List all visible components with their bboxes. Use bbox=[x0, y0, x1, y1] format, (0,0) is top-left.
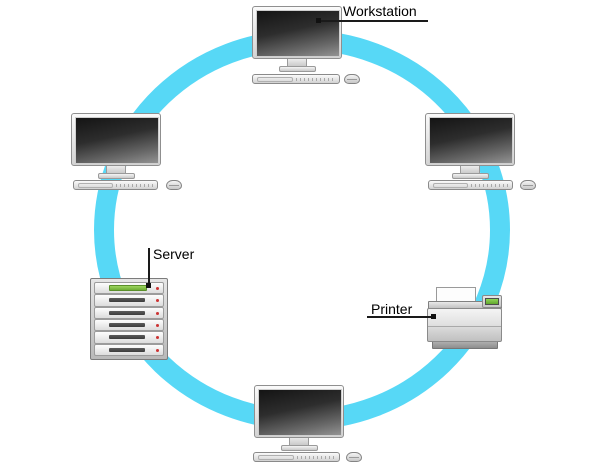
monitor-icon bbox=[254, 385, 344, 438]
server-bay bbox=[94, 294, 164, 307]
callout-marker bbox=[431, 314, 436, 319]
printer-label: Printer bbox=[371, 301, 413, 317]
printer-base bbox=[432, 341, 498, 349]
server-bay bbox=[94, 331, 164, 344]
callout-line bbox=[367, 316, 435, 318]
monitor-screen bbox=[429, 117, 513, 164]
server-bay-bar-active bbox=[109, 285, 147, 291]
monitor-stand-base bbox=[98, 173, 135, 179]
callout-marker bbox=[146, 283, 151, 288]
keyboard-icon bbox=[73, 180, 158, 190]
mouse-icon bbox=[166, 180, 182, 190]
callout-marker bbox=[316, 18, 321, 23]
keyboard-icon bbox=[252, 74, 340, 84]
workstation-label: Workstation bbox=[343, 3, 417, 19]
server-bay-bar bbox=[109, 347, 145, 352]
server-bay bbox=[94, 306, 164, 319]
server-bay-bar bbox=[109, 322, 145, 327]
server-led bbox=[156, 348, 159, 352]
server-bay bbox=[94, 343, 164, 356]
server-bay-bar bbox=[109, 335, 145, 340]
monitor-screen bbox=[258, 389, 342, 436]
monitor-icon bbox=[252, 6, 342, 59]
monitor-stand-base bbox=[452, 173, 489, 179]
server-bay-bar bbox=[109, 298, 145, 303]
mouse-icon bbox=[520, 180, 536, 190]
monitor-stand-base bbox=[279, 66, 316, 72]
monitor-screen bbox=[75, 117, 159, 164]
server-led bbox=[156, 299, 159, 303]
monitor-icon bbox=[71, 113, 161, 166]
server-bay bbox=[94, 318, 164, 332]
monitor-icon bbox=[425, 113, 515, 166]
keyboard-icon bbox=[428, 180, 513, 190]
callout-line bbox=[148, 248, 150, 285]
server-bay-bar bbox=[109, 310, 145, 315]
monitor-stand-base bbox=[281, 445, 318, 451]
server-bay bbox=[94, 282, 164, 295]
mouse-icon bbox=[346, 452, 362, 462]
server-led bbox=[156, 311, 159, 315]
server-led bbox=[156, 287, 159, 290]
printer-button bbox=[485, 298, 499, 305]
monitor-screen bbox=[256, 10, 340, 57]
server-icon bbox=[90, 278, 168, 360]
server-label: Server bbox=[153, 246, 195, 262]
server-led bbox=[156, 323, 159, 327]
printer-body bbox=[427, 308, 502, 342]
mouse-icon bbox=[344, 74, 360, 84]
keyboard-icon bbox=[253, 452, 340, 462]
server-led bbox=[156, 336, 159, 340]
callout-line bbox=[318, 20, 428, 22]
